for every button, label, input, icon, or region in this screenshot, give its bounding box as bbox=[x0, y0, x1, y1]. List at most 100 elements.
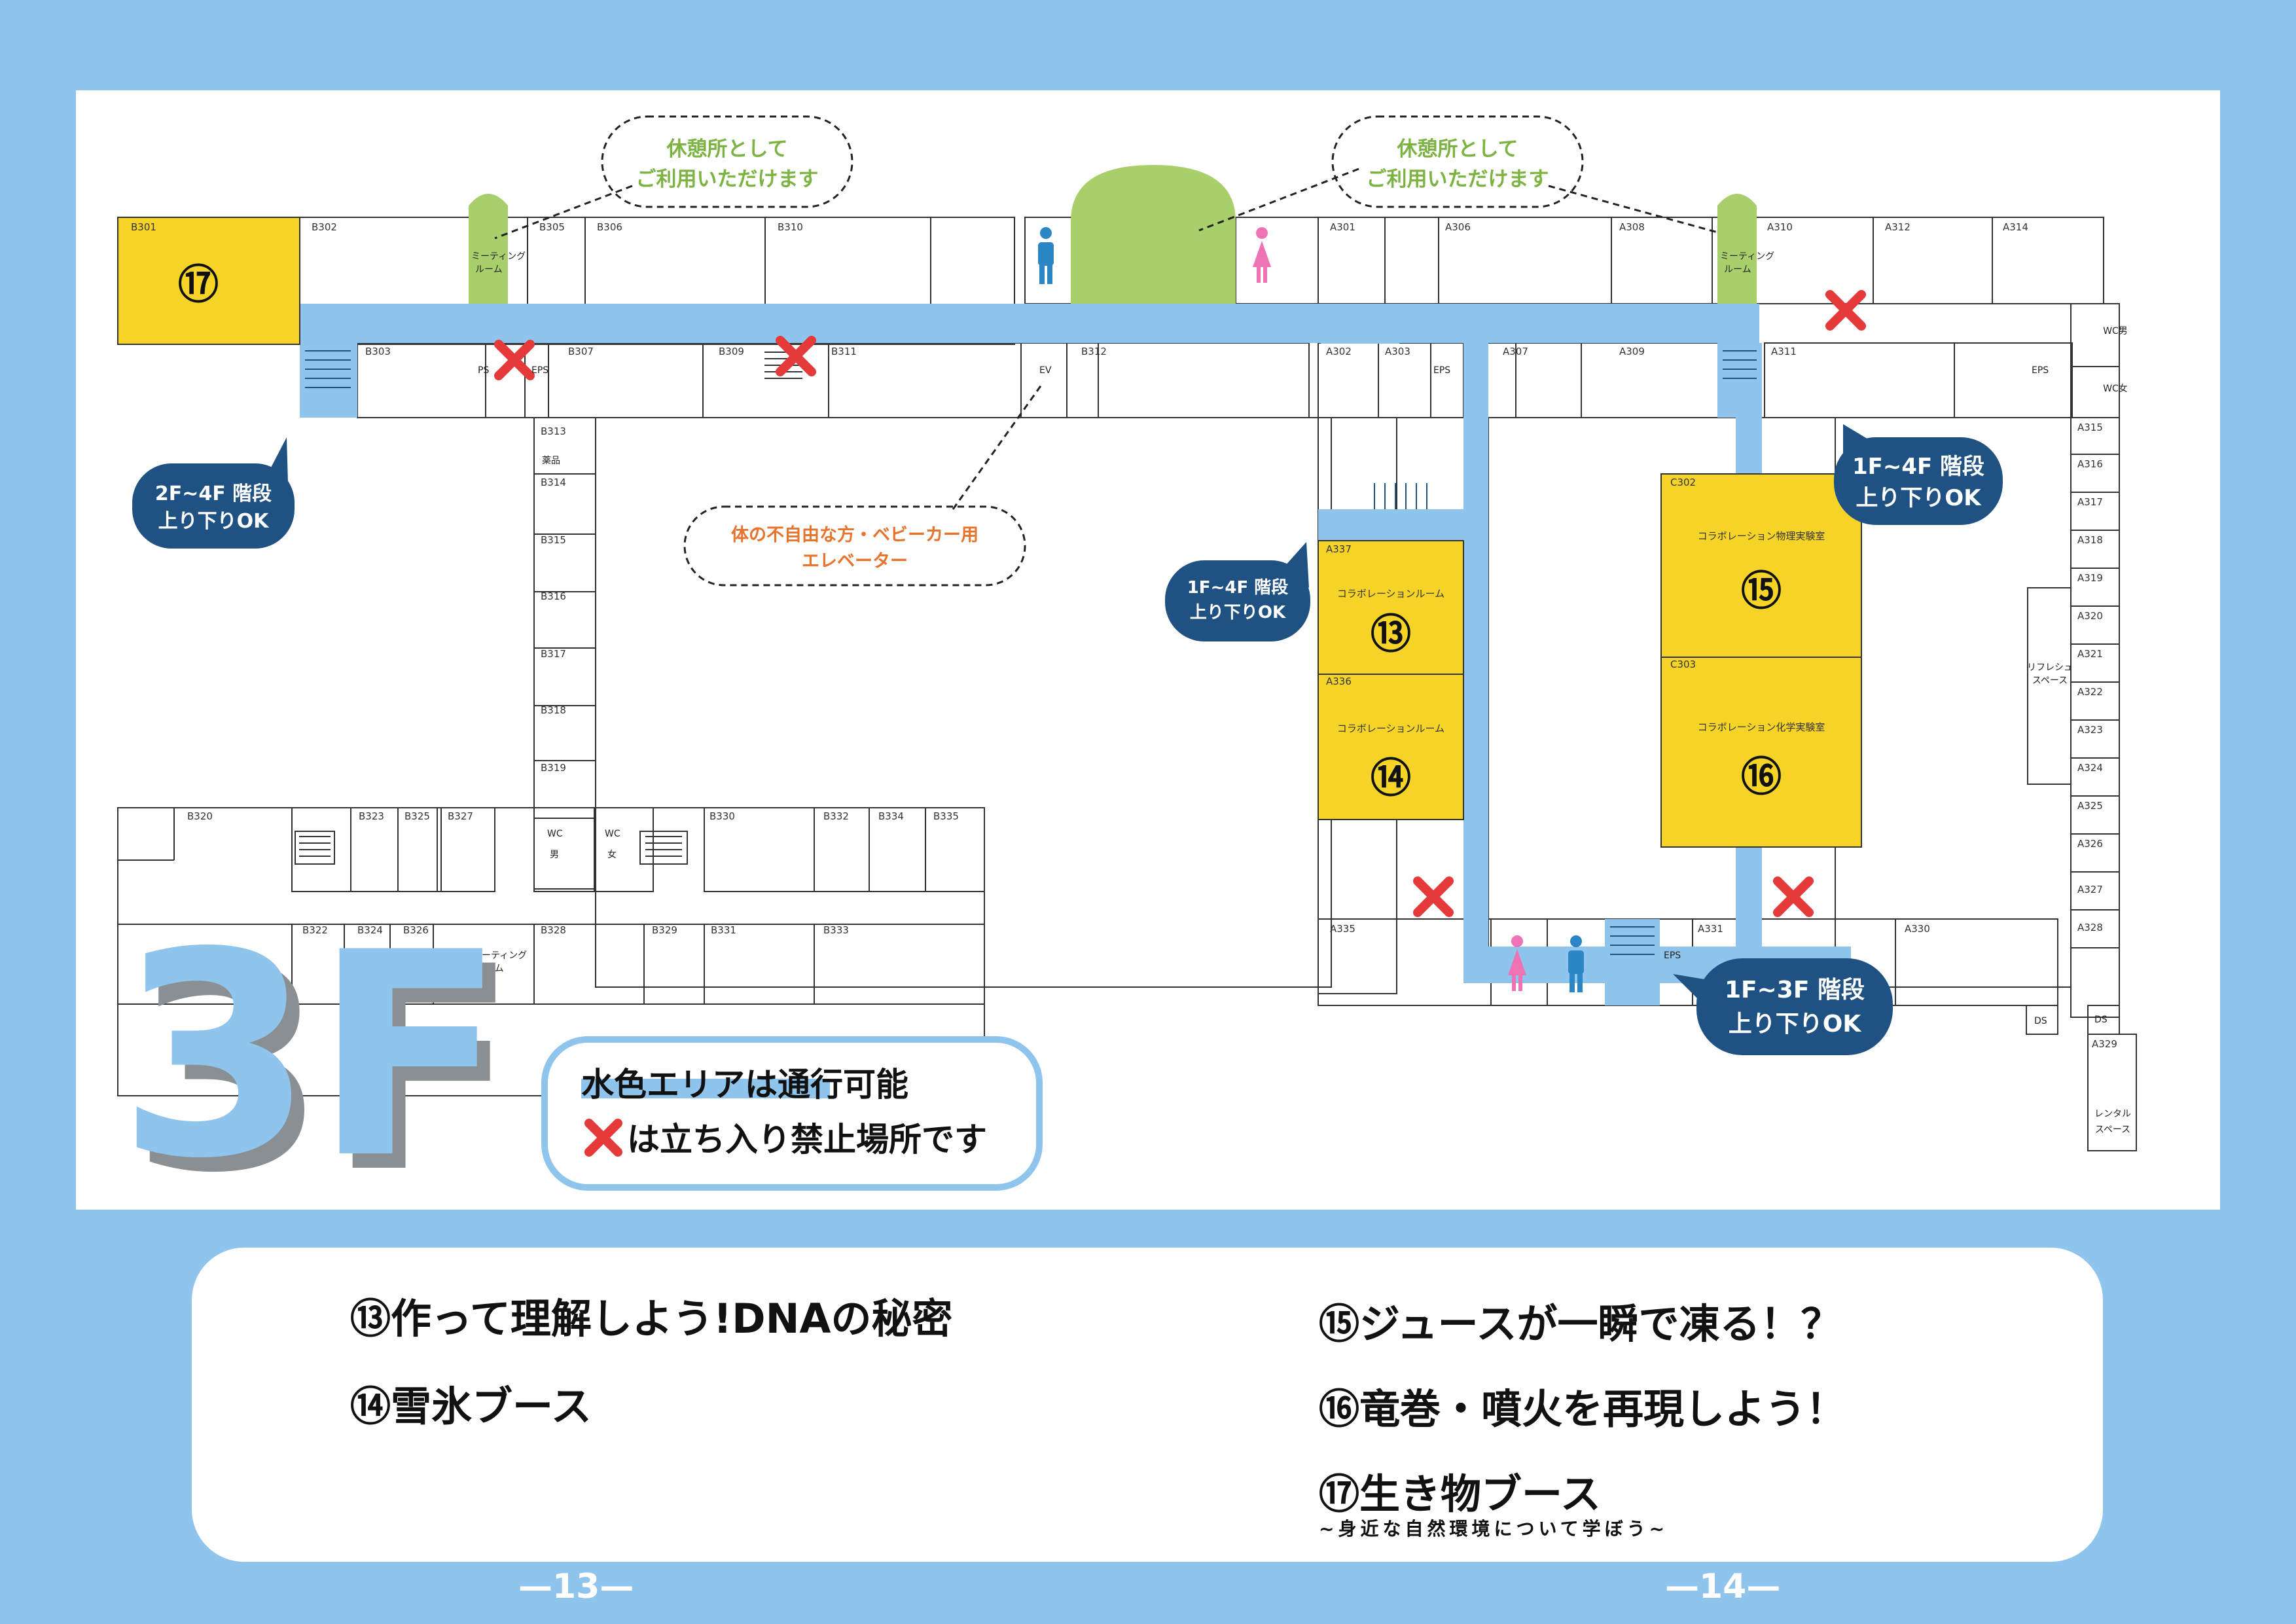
elevator-callout-line2: エレベーター bbox=[802, 551, 908, 571]
booth-number-15: ⑮ bbox=[1741, 567, 1782, 615]
floor-map-panel: B301 B302 B305 B306 B310 B303 B307 B309 … bbox=[76, 90, 2220, 1210]
rest-callout-line2: ご利用いただけます bbox=[1367, 168, 1549, 191]
meeting-room-label: ルーム bbox=[476, 964, 504, 974]
forbidden-mark bbox=[494, 340, 535, 380]
room-label: A320 bbox=[2077, 610, 2103, 622]
rest-callout-line2: ご利用いただけます bbox=[636, 168, 819, 191]
room-label: A318 bbox=[2077, 534, 2103, 546]
stair-callout-line2: 上り下りOK bbox=[1856, 485, 1982, 511]
male-toilet-icon bbox=[1568, 935, 1584, 992]
room-label: B315 bbox=[541, 534, 566, 546]
room-label: B312 bbox=[1081, 346, 1107, 357]
corridor-area bbox=[300, 304, 1851, 1005]
room-label: B324 bbox=[357, 924, 383, 936]
lab-name-a336: コラボレーションルーム bbox=[1337, 723, 1444, 734]
legend-blue-swatch bbox=[581, 1079, 830, 1098]
room-label: A337 bbox=[1326, 543, 1352, 555]
room-label: B314 bbox=[541, 477, 566, 488]
room-label: A306 bbox=[1445, 221, 1471, 233]
room-label: A323 bbox=[2077, 724, 2103, 736]
wc-women-label: WC女 bbox=[2103, 383, 2128, 394]
room-label: B323 bbox=[359, 810, 384, 822]
stair-callout-line2: 上り下りOK bbox=[1190, 603, 1286, 623]
room-label: A315 bbox=[2077, 422, 2103, 433]
female-toilet-icon bbox=[1508, 935, 1526, 991]
room-label: B333 bbox=[823, 924, 849, 936]
room-label: A325 bbox=[2077, 800, 2103, 812]
forbidden-mark bbox=[584, 1119, 622, 1157]
rest-callout-line1: 休憩所として bbox=[1396, 137, 1518, 161]
rest-callout-line1: 休憩所として bbox=[666, 137, 787, 161]
stair-callout-line2: 上り下りOK bbox=[158, 510, 270, 533]
meeting-room-label: ルーム bbox=[475, 264, 503, 275]
booth-17-area bbox=[117, 217, 300, 345]
room-label: A331 bbox=[1698, 923, 1723, 935]
room-label: B334 bbox=[878, 810, 904, 822]
eps-label: EPS bbox=[531, 365, 548, 376]
room-label: A336 bbox=[1326, 676, 1352, 687]
room-label: A329 bbox=[2092, 1038, 2117, 1050]
room-label: A322 bbox=[2077, 686, 2103, 698]
room-label: B302 bbox=[312, 221, 337, 233]
room-label: B318 bbox=[541, 704, 566, 716]
room-label: A324 bbox=[2077, 762, 2103, 774]
lab-name-a337: コラボレーションルーム bbox=[1337, 588, 1444, 600]
room-label: A308 bbox=[1619, 221, 1645, 233]
female-toilet-icon bbox=[1253, 227, 1271, 283]
room-label: B335 bbox=[933, 810, 959, 822]
room-label: B331 bbox=[711, 924, 736, 936]
room-label: A301 bbox=[1330, 221, 1355, 233]
room-label: A303 bbox=[1385, 346, 1410, 357]
eps-label: EPS bbox=[1433, 365, 1450, 376]
room-label: A327 bbox=[2077, 884, 2103, 895]
legend-box bbox=[541, 1036, 1043, 1191]
rest-area-callout bbox=[1331, 115, 1584, 208]
room-label: B313 bbox=[541, 425, 566, 437]
rental-space-label: スペース bbox=[2095, 1125, 2130, 1135]
booth-14-area bbox=[1318, 674, 1464, 820]
eps-label: EPS bbox=[2032, 365, 2049, 376]
room-label: B330 bbox=[709, 810, 735, 822]
event-item-14: ⑭雪氷ブース bbox=[350, 1382, 592, 1430]
room-label: C303 bbox=[1670, 659, 1696, 670]
room-label: B301 bbox=[131, 221, 156, 233]
meeting-room-label: ミーティング bbox=[1720, 251, 1774, 262]
forbidden-mark bbox=[1413, 876, 1454, 917]
wc-label: WC bbox=[605, 829, 620, 839]
room-label: B316 bbox=[541, 590, 566, 602]
room-label: A319 bbox=[2077, 572, 2103, 584]
room-label: B332 bbox=[823, 810, 849, 822]
room-label: A311 bbox=[1771, 346, 1797, 357]
lab-name-c303: コラボレーション化学実験室 bbox=[1698, 721, 1825, 733]
stair-callout-line1: 2F~4F 階段 bbox=[155, 482, 272, 505]
room-label: A328 bbox=[2077, 922, 2103, 933]
page-number-left: —13— bbox=[518, 1567, 634, 1606]
wc-men-label: 男 bbox=[550, 850, 559, 860]
room-label: A326 bbox=[2077, 838, 2103, 850]
room-label: A330 bbox=[1905, 923, 1930, 935]
ds-label: DS bbox=[2034, 1016, 2047, 1026]
booth-number-16: ⑯ bbox=[1741, 753, 1782, 801]
rest-area-meeting-left bbox=[469, 194, 508, 304]
room-label: A317 bbox=[2077, 496, 2103, 508]
event-item-16: ⑯竜巻・噴火を再現しよう！ bbox=[1319, 1385, 1847, 1433]
booth-16-area bbox=[1660, 657, 1862, 848]
stair-callout-1f4f-right bbox=[1834, 424, 2003, 525]
room-label: B307 bbox=[568, 346, 594, 357]
room-label: A312 bbox=[1885, 221, 1910, 233]
eps-label: EPS bbox=[1664, 950, 1681, 961]
room-label: B326 bbox=[403, 924, 429, 936]
rental-space-label: レンタル bbox=[2094, 1109, 2131, 1119]
room-label: A321 bbox=[2077, 648, 2103, 660]
meeting-room-label: ミーティング bbox=[471, 251, 526, 262]
room-label: A302 bbox=[1326, 346, 1352, 357]
meeting-room-label: ルーム bbox=[1724, 264, 1751, 275]
booth-number-14: ⑭ bbox=[1371, 754, 1411, 802]
wc-label: WC bbox=[547, 829, 563, 839]
lab-name-c302: コラボレーション物理実験室 bbox=[1698, 530, 1825, 542]
stair-callout-2f4f bbox=[132, 437, 295, 549]
room-label: B311 bbox=[831, 346, 857, 357]
wc-women-label: 女 bbox=[607, 849, 617, 860]
forbidden-mark bbox=[776, 336, 816, 376]
room-label: B329 bbox=[652, 924, 677, 936]
